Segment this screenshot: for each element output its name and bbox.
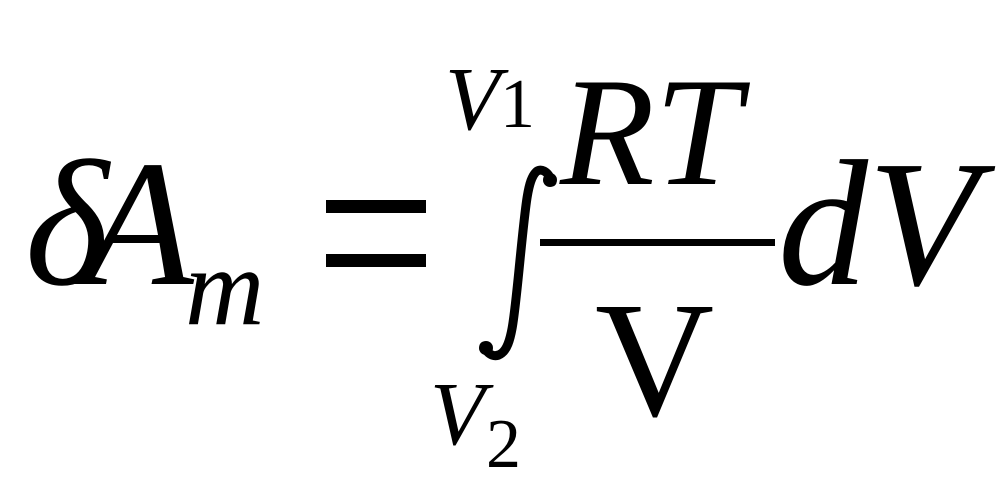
fraction-line [540, 239, 775, 246]
differential: dV [778, 124, 978, 323]
upper-limit-subscript: 1 [500, 66, 535, 143]
upper-limit-symbol: V [445, 50, 500, 149]
integral-icon [479, 165, 557, 361]
equals-bar-bottom [326, 254, 426, 267]
fraction-denominator: V [595, 268, 715, 451]
lhs-subscript: m [185, 226, 265, 348]
lhs-symbol: δA [25, 124, 194, 323]
fraction-numerator: RT [560, 46, 741, 218]
lower-limit-subscript: 2 [486, 406, 521, 483]
lower-limit-symbol: V [430, 365, 485, 464]
equals-bar-top [326, 200, 426, 213]
